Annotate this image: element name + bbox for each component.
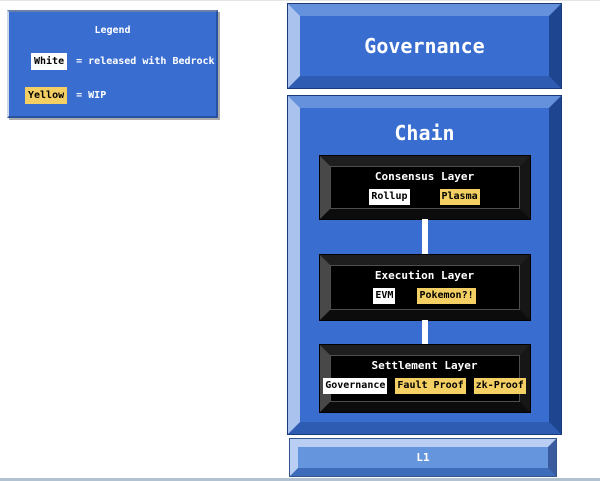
chip-evm: EVM (373, 288, 396, 304)
connector-consensus-execution (421, 219, 428, 255)
legend-title: Legend (94, 25, 131, 36)
chip-rollup: Rollup (369, 189, 410, 205)
execution-layer-box: Execution Layer EVM Pokemon?! (319, 255, 530, 320)
execution-layer-title: Execution Layer (374, 269, 475, 282)
consensus-layer-chips: Rollup Plasma (330, 189, 520, 205)
legend-box: Legend White = released with Bedrock Yel… (7, 10, 218, 118)
chip-zk-proof: zk-Proof (473, 378, 526, 394)
legend-item-wip: Yellow = WIP (25, 87, 216, 104)
window-bottom-edge (0, 478, 600, 481)
chain-title: Chain (394, 121, 455, 145)
l1-label: L1 (416, 451, 430, 464)
chip-fault-proof: Fault Proof (395, 378, 466, 394)
legend-item-released: White = released with Bedrock (31, 53, 216, 70)
chip-pokemon: Pokemon?! (417, 288, 476, 304)
legend-swatch-yellow: Yellow (25, 87, 68, 104)
settlement-layer-box: Settlement Layer Governance Fault Proof … (319, 345, 530, 412)
chip-governance: Governance (323, 378, 388, 394)
legend-item-text: = WIP (76, 90, 107, 101)
legend-item-text: = released with Bedrock (76, 56, 215, 67)
settlement-layer-chips: Governance Fault Proof zk-Proof (323, 378, 526, 394)
chip-plasma: Plasma (439, 189, 480, 205)
l1-box: L1 (290, 439, 556, 476)
consensus-layer-title: Consensus Layer (374, 170, 475, 183)
execution-layer-chips: EVM Pokemon?! (330, 288, 520, 304)
page-top-edge (0, 0, 600, 1)
connector-execution-settlement (421, 320, 428, 345)
governance-box: Governance (288, 4, 561, 88)
chain-box: Chain Consensus Layer Rollup Plasma Exec… (288, 96, 561, 434)
legend-swatch-white: White (31, 53, 68, 70)
consensus-layer-box: Consensus Layer Rollup Plasma (319, 156, 530, 219)
settlement-layer-title: Settlement Layer (371, 359, 478, 372)
governance-label: Governance (364, 34, 485, 58)
